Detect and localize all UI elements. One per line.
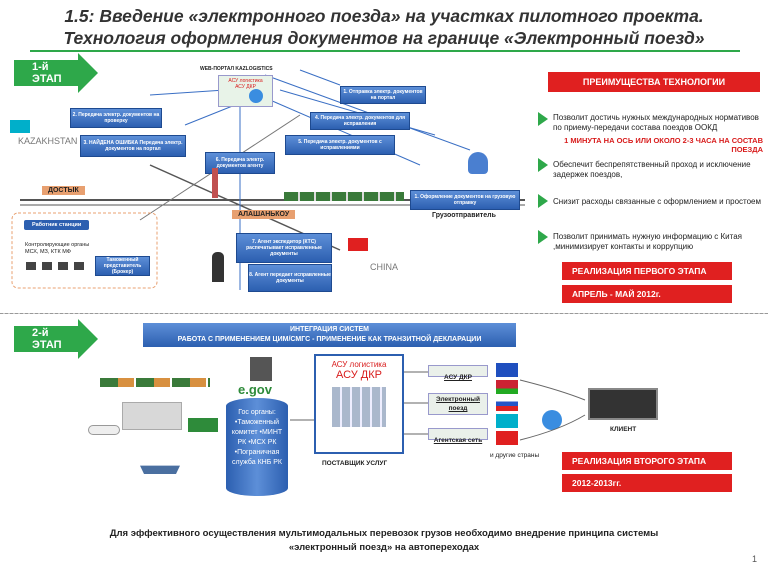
section-divider xyxy=(0,313,768,314)
step-4-box: 4. Передача электр. документов для испра… xyxy=(310,112,410,130)
agency-label: Агентская сеть xyxy=(433,437,483,444)
title-underline xyxy=(30,50,740,52)
supplier-label: ПОСТАВЩИК УСЛУГ xyxy=(322,460,388,467)
client-label: КЛИЕНТ xyxy=(610,426,637,433)
eu-flag-icon xyxy=(496,363,518,377)
advantage-2-text: Обеспечит беспрепятственный проход и иск… xyxy=(553,160,751,179)
china-label: CHINA xyxy=(370,262,399,272)
step-7-text: 7. Агент экспедитор (КТС) распечатывает … xyxy=(246,239,322,257)
advantages-title: ПРЕИМУЩЕСТВА ТЕХНОЛОГИИ xyxy=(548,72,760,92)
asu-dkr-label: АСУ ДКР xyxy=(444,374,472,381)
gov-bodies-cylinder: Гос органы: •Таможенный комитет •МИНТ РК… xyxy=(226,398,288,496)
internet-explorer-icon xyxy=(249,89,263,103)
freight-train-icon xyxy=(100,378,210,387)
advantage-1-text: Позволит достичь нужных международных но… xyxy=(553,113,759,132)
alashankou-label: АЛАШАНЬКОУ xyxy=(232,210,296,219)
kazakhstan-label: KAZAKHSTAN xyxy=(18,136,78,146)
portal-box-line1: АСУ логистика xyxy=(228,78,263,84)
stage2-arrow-tip xyxy=(78,319,98,359)
step-8-box: 8. Агент передает исправленные документы xyxy=(248,264,332,292)
dostyk-label: ДОСТЫК xyxy=(42,186,85,195)
control-bodies-label: Контролирующие органы МСХ, МЗ, КТК МФ xyxy=(25,242,90,255)
servers-icon xyxy=(332,387,386,427)
step-1-box: 1. Оформление документов на грузовую отп… xyxy=(410,190,520,210)
advantage-1-arrow xyxy=(538,112,548,126)
advantage-3-text: Снизит расходы связанные с оформлением и… xyxy=(553,197,761,206)
asu-block: АСУ логистика АСУ ДКР xyxy=(314,354,404,454)
shipper-label: Грузоотправитель xyxy=(432,212,496,219)
integration-line1: ИНТЕГРАЦИЯ СИСТЕМ xyxy=(290,326,369,333)
integration-banner: ИНТЕГРАЦИЯ СИСТЕМ РАБОТА С ПРИМЕНЕНИЕМ Ц… xyxy=(143,323,516,347)
title-line-1: 1.5: Введение «электронного поезда» на у… xyxy=(64,6,704,26)
agent-person-icon xyxy=(212,252,224,282)
title-line-2: Технология оформления документов на гран… xyxy=(63,28,705,48)
kazakhstan-flag-small-icon xyxy=(496,414,518,428)
other-countries-label: и другие страны xyxy=(490,452,540,459)
warehouse-icon xyxy=(122,402,182,430)
step-1-text: 1. Оформление документов на грузовую отп… xyxy=(414,194,516,206)
belarus-flag-icon xyxy=(496,380,518,394)
asu-dkr-box[interactable]: АСУ ДКР xyxy=(428,365,488,381)
computers-icon xyxy=(588,388,658,420)
customs-rep-box: Таможенный представитель (Брокер) xyxy=(95,256,150,276)
stage2-dates: 2012-2013гг. xyxy=(562,474,732,492)
advantage-2-arrow xyxy=(538,158,548,172)
e-train-line2: поезд xyxy=(448,405,468,412)
stage2-label: 2-й ЭТАП xyxy=(14,326,78,352)
station-worker-label: Работник станции xyxy=(24,220,90,230)
internet-icon xyxy=(542,410,562,430)
web-portal-label: WEB-ПОРТАЛ KAZLOGISTICS xyxy=(200,66,273,72)
russia-flag-icon xyxy=(496,397,518,411)
step-1b-box: 1. Отправка электр. документов на портал xyxy=(340,86,426,104)
shipper-person-icon xyxy=(468,152,488,174)
stage1-label: 1-й ЭТАП xyxy=(14,60,78,86)
truck-icon xyxy=(188,418,218,432)
egov-logo: e.gov xyxy=(238,382,272,397)
china-flag-small-icon xyxy=(496,431,518,445)
page-number: 1 xyxy=(752,554,758,564)
step-2-text: 2. Передача электр. документов на провер… xyxy=(72,112,160,124)
border-post-icon xyxy=(212,168,218,198)
train-icon xyxy=(284,192,404,201)
stage1-dates: АПРЕЛЬ - МАЙ 2012г. xyxy=(562,285,732,303)
airplane-icon xyxy=(88,425,120,435)
asu-line1: АСУ логистика xyxy=(331,360,387,369)
stage2-realization: РЕАЛИЗАЦИЯ ВТОРОГО ЭТАПА xyxy=(562,452,732,470)
control-officers-icon xyxy=(26,262,86,270)
footer-line2: «электронный поезд» на автопереходах xyxy=(288,542,480,553)
egov-person-icon xyxy=(250,357,272,381)
e-train-line1: Электронный xyxy=(436,396,480,403)
step-7-box: 7. Агент экспедитор (КТС) распечатывает … xyxy=(236,233,332,263)
portal-box: АСУ логистика АСУ ДКР xyxy=(218,75,273,107)
advantage-1-highlight: 1 МИНУТА НА ОСЬ ИЛИ ОКОЛО 2-3 ЧАСА НА СО… xyxy=(564,136,763,154)
step-8-text: 8. Агент передает исправленные документы xyxy=(249,272,331,284)
step-3-box: 3. НАЙДЕНА ОШИБКА Передача электр. докум… xyxy=(80,135,186,157)
china-flag-icon xyxy=(348,238,368,251)
step-2-box: 2. Передача электр. документов на провер… xyxy=(70,108,162,128)
e-train-box[interactable]: Электронный поезд xyxy=(428,393,488,415)
integration-line2: РАБОТА С ПРИМЕНЕНИЕМ ЦИМ/СМГС - ПРИМЕНЕН… xyxy=(177,336,482,343)
step-5-text: 5. Передача электр. документов с исправл… xyxy=(298,139,382,151)
step-4-text: 4. Передача электр. документов для испра… xyxy=(314,115,406,127)
advantage-3-arrow xyxy=(538,194,548,208)
step-6-text: 6. Передача электр. документов агенту xyxy=(215,157,265,169)
stage1-arrow-tip xyxy=(78,53,98,93)
step-3-text: 3. НАЙДЕНА ОШИБКА Передача электр. докум… xyxy=(83,140,183,152)
advantage-4-arrow xyxy=(538,230,548,244)
step-6-box: 6. Передача электр. документов агенту xyxy=(205,152,275,174)
stage2-connectors xyxy=(290,371,586,441)
stage1-realization: РЕАЛИЗАЦИЯ ПЕРВОГО ЭТАПА xyxy=(562,262,732,280)
agency-box[interactable]: Агентская сеть xyxy=(428,428,488,444)
advantage-4-text: Позволит принимать нужную информацию с К… xyxy=(553,232,742,251)
ship-icon xyxy=(140,465,180,474)
asu-line2: АСУ ДКР xyxy=(336,369,382,381)
customs-rep-text: Таможенный представитель (Брокер) xyxy=(103,257,142,275)
step-1b-text: 1. Отправка электр. документов на портал xyxy=(343,89,423,101)
kazakhstan-flag-icon xyxy=(10,120,30,133)
portal-box-line2: АСУ ДКР xyxy=(235,84,256,90)
footer-line1: Для эффективного осуществления мультимод… xyxy=(109,528,659,539)
step-5-box: 5. Передача электр. документов с исправл… xyxy=(285,135,395,155)
